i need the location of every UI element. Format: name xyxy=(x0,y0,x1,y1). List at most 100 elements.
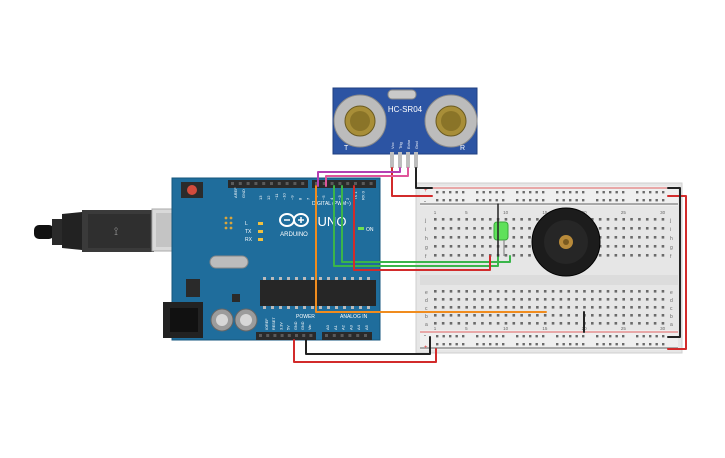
digital-pin-label: 2 xyxy=(345,197,350,200)
wire-sensor-gnd[interactable] xyxy=(415,167,433,189)
on-led xyxy=(358,227,364,230)
power-pin-label: 3.3V xyxy=(279,322,283,330)
row-letter: e xyxy=(670,290,673,296)
wire-echo[interactable] xyxy=(325,167,409,187)
sensor-pin-label: Echo xyxy=(406,139,411,149)
wire-buzzer[interactable] xyxy=(315,185,547,313)
power-pin-label: RESET xyxy=(272,317,276,330)
row-letter: f xyxy=(670,254,672,260)
row-letter: h xyxy=(425,236,428,242)
row-letter: a xyxy=(425,322,428,328)
digital-header-left[interactable] xyxy=(228,180,308,188)
row-letter: c xyxy=(670,306,673,312)
wire-5v[interactable] xyxy=(293,339,437,363)
row-letter: e xyxy=(425,290,428,296)
wire-gnd[interactable] xyxy=(305,336,431,355)
digital-pin-label: 13 xyxy=(258,195,263,200)
digital-pin-label: TX 1 xyxy=(353,191,358,200)
wires xyxy=(293,167,687,363)
on-label: ON xyxy=(366,227,374,233)
row-letter: d xyxy=(425,298,428,304)
power-pin-label: GND xyxy=(294,321,298,330)
row-letter: b xyxy=(670,314,673,320)
column-number: 10 xyxy=(503,210,509,215)
row-letter: j xyxy=(669,218,671,224)
wire-rail-plus[interactable] xyxy=(667,195,687,350)
receiver-icon xyxy=(424,94,478,148)
analog-header[interactable] xyxy=(322,332,372,340)
wire-led-red[interactable] xyxy=(353,185,491,271)
row-letter: d xyxy=(670,298,673,304)
wire-led-2[interactable] xyxy=(341,185,511,263)
power-pin-label: IOREF xyxy=(265,318,269,330)
digital-header-right[interactable] xyxy=(312,180,376,188)
sensor-t-mark: T xyxy=(344,145,349,152)
digital-label: DIGITAL (PWM~) xyxy=(312,201,351,207)
usb-icon: ⟟ xyxy=(114,226,118,238)
tx-led-label: TX xyxy=(245,229,252,235)
rail-minus-label-bottom: - xyxy=(424,333,426,339)
power-pin-label: GND xyxy=(301,321,305,330)
digital-pin-label: 7 xyxy=(305,197,310,200)
digital-pin-label: ~11 xyxy=(274,193,279,200)
row-letter: b xyxy=(425,314,428,320)
sensor-pin[interactable] xyxy=(406,152,410,168)
analog-pin-label: A0 xyxy=(325,324,330,330)
rx-led-label: RX xyxy=(245,237,253,243)
row-letter: f xyxy=(425,254,427,260)
row-letter: a xyxy=(670,322,673,328)
sensor-pin[interactable] xyxy=(398,152,402,168)
power-pin-label: Vin xyxy=(308,325,312,330)
sensor-pin[interactable] xyxy=(414,152,418,168)
sensor-pin-label: Gnd xyxy=(414,141,419,149)
digital-pin-label: 12 xyxy=(266,195,271,200)
column-number: 25 xyxy=(621,210,627,215)
column-number: 5 xyxy=(465,326,468,331)
l-led-label: L xyxy=(245,221,248,227)
digital-pin-label: 8 xyxy=(298,197,303,200)
sensor-pin-label: Trig xyxy=(398,142,403,149)
sensor-pin-label: Vcc xyxy=(390,142,395,149)
analog-pin-label: A5 xyxy=(364,324,369,330)
column-number: 30 xyxy=(660,326,666,331)
rail-plus-label-bottom: + xyxy=(424,345,428,351)
analog-pin-label: A1 xyxy=(333,324,338,330)
arduino-model: UNO xyxy=(318,214,347,229)
row-letter: i xyxy=(425,227,426,233)
piezo-buzzer[interactable] xyxy=(531,207,601,277)
column-number: 1 xyxy=(434,326,437,331)
analog-pin-label: A4 xyxy=(356,324,361,330)
digital-pin-label: ~9 xyxy=(290,195,295,200)
column-number: 10 xyxy=(503,326,509,331)
wire-trig[interactable] xyxy=(317,167,401,187)
power-header[interactable] xyxy=(256,332,316,340)
rail-minus-label: - xyxy=(424,199,426,205)
crystal xyxy=(209,255,249,269)
analog-pin-label: A2 xyxy=(341,324,346,330)
column-number: 5 xyxy=(465,210,468,215)
arduino-brand: ARDUINO xyxy=(280,232,308,238)
rail-plus-label: + xyxy=(424,188,428,194)
column-number: 15 xyxy=(542,210,548,215)
wire-rail-minus[interactable] xyxy=(667,187,681,338)
sensor-pin[interactable] xyxy=(390,152,394,168)
column-number: 25 xyxy=(621,326,627,331)
column-number: 30 xyxy=(660,210,666,215)
column-number: 15 xyxy=(542,326,548,331)
analog-pin-label: A3 xyxy=(348,324,353,330)
arduino-logo-icon xyxy=(279,213,309,227)
digital-pin-label: ~10 xyxy=(282,192,287,200)
wire-sensor-vcc[interactable] xyxy=(391,167,433,197)
row-letter: h xyxy=(670,236,673,242)
sensor-r-mark: R xyxy=(460,145,465,152)
row-letter: c xyxy=(425,306,428,312)
digital-pin-label: RX 0 xyxy=(361,190,366,200)
transmitter-icon xyxy=(333,94,387,148)
row-letter: g xyxy=(425,245,428,251)
analog-label: ANALOG IN xyxy=(340,314,368,320)
